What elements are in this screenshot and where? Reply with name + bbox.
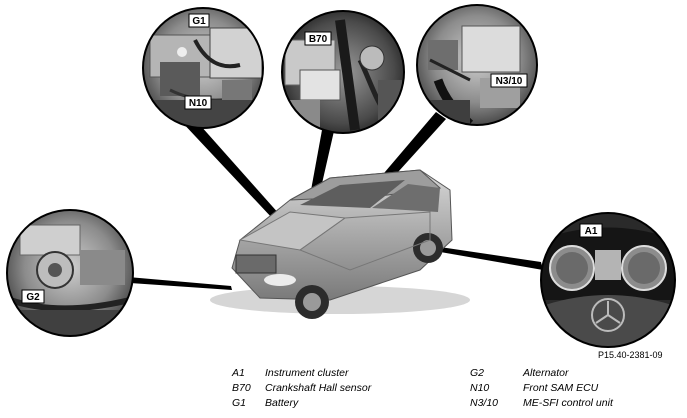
figure-reference: P15.40-2381-09 (598, 350, 663, 360)
legend-row: A1 Instrument cluster (232, 366, 371, 381)
callout-b70: B70 (309, 34, 328, 45)
legend-row: B70 Crankshaft Hall sensor (232, 381, 371, 396)
legend-desc: Crankshaft Hall sensor (265, 382, 372, 394)
legend-row: G2 Alternator (470, 366, 613, 381)
callout-n3-10: N3/10 (496, 76, 523, 87)
legend-row: N10 Front SAM ECU (470, 381, 613, 396)
legend-right: G2 Alternator N10 Front SAM ECU N3/10 ME… (470, 366, 613, 411)
legend-desc: Alternator (523, 367, 569, 379)
detail-photo-crankshaft-sensor (281, 10, 405, 134)
legend-row: N3/10 ME-SFI control unit (470, 396, 613, 411)
legend-code: A1 (232, 367, 245, 379)
legend-code: N10 (470, 382, 490, 394)
legend-left: A1 Instrument cluster B70 Crankshaft Hal… (232, 366, 371, 411)
callout-g2: G2 (26, 292, 40, 303)
legend-code: B70 (232, 382, 251, 394)
legend-code: N3/10 (470, 397, 499, 409)
detail-photo-me-sfi-unit (416, 4, 538, 126)
legend-code: G2 (470, 367, 485, 379)
legend-desc: ME-SFI control unit (523, 397, 613, 409)
callout-n10: N10 (189, 98, 208, 109)
legend-desc: Front SAM ECU (523, 382, 599, 394)
callout-g1: G1 (192, 16, 206, 27)
legend-row: G1 Battery (232, 396, 371, 411)
detail-photo-battery (142, 7, 264, 129)
detail-photo-alternator (6, 209, 134, 337)
callout-a1: A1 (585, 226, 598, 237)
legend-desc: Instrument cluster (265, 367, 349, 379)
legend-desc: Battery (265, 397, 299, 409)
detail-photo-instrument-cluster (540, 212, 676, 348)
vehicle-illustration (210, 169, 470, 319)
legend-code: G1 (232, 397, 247, 409)
callout-tags: G1 N10 B70 N3/10 G2 A1 (21, 13, 603, 304)
